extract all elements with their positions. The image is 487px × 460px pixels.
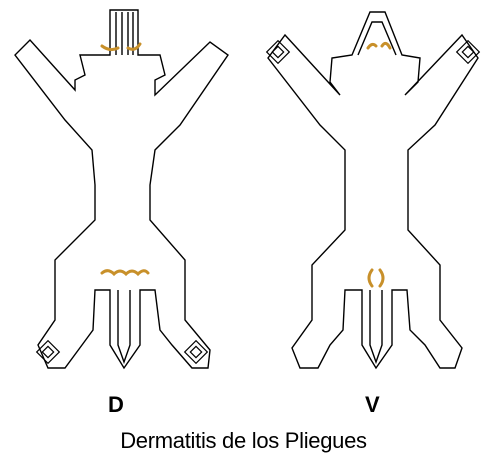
ventral-front-left-paw — [265, 39, 291, 65]
ventral-tail — [369, 290, 383, 365]
ventral-neck-detail — [357, 21, 397, 56]
ventral-view — [265, 11, 481, 370]
dorsal-view — [14, 9, 229, 370]
dorsal-left-paw — [35, 339, 61, 365]
dorsal-tailbase-lesion — [100, 269, 150, 277]
ventral-view-label: V — [365, 392, 380, 417]
ventral-front-right-paw — [455, 39, 481, 65]
dorsal-body-outline — [14, 9, 229, 370]
dorsal-tail — [117, 290, 131, 365]
dorsal-head-lesion — [100, 42, 142, 52]
dorsal-head-detail — [115, 12, 134, 55]
ventral-body-outline — [267, 11, 479, 370]
figure-caption: Dermatitis de los Pliegues — [120, 428, 367, 453]
ventral-neck-lesion — [366, 41, 392, 50]
dorsal-view-label: D — [108, 392, 124, 417]
dorsal-right-paw — [183, 339, 209, 365]
ventral-perineal-lesion — [367, 268, 385, 288]
